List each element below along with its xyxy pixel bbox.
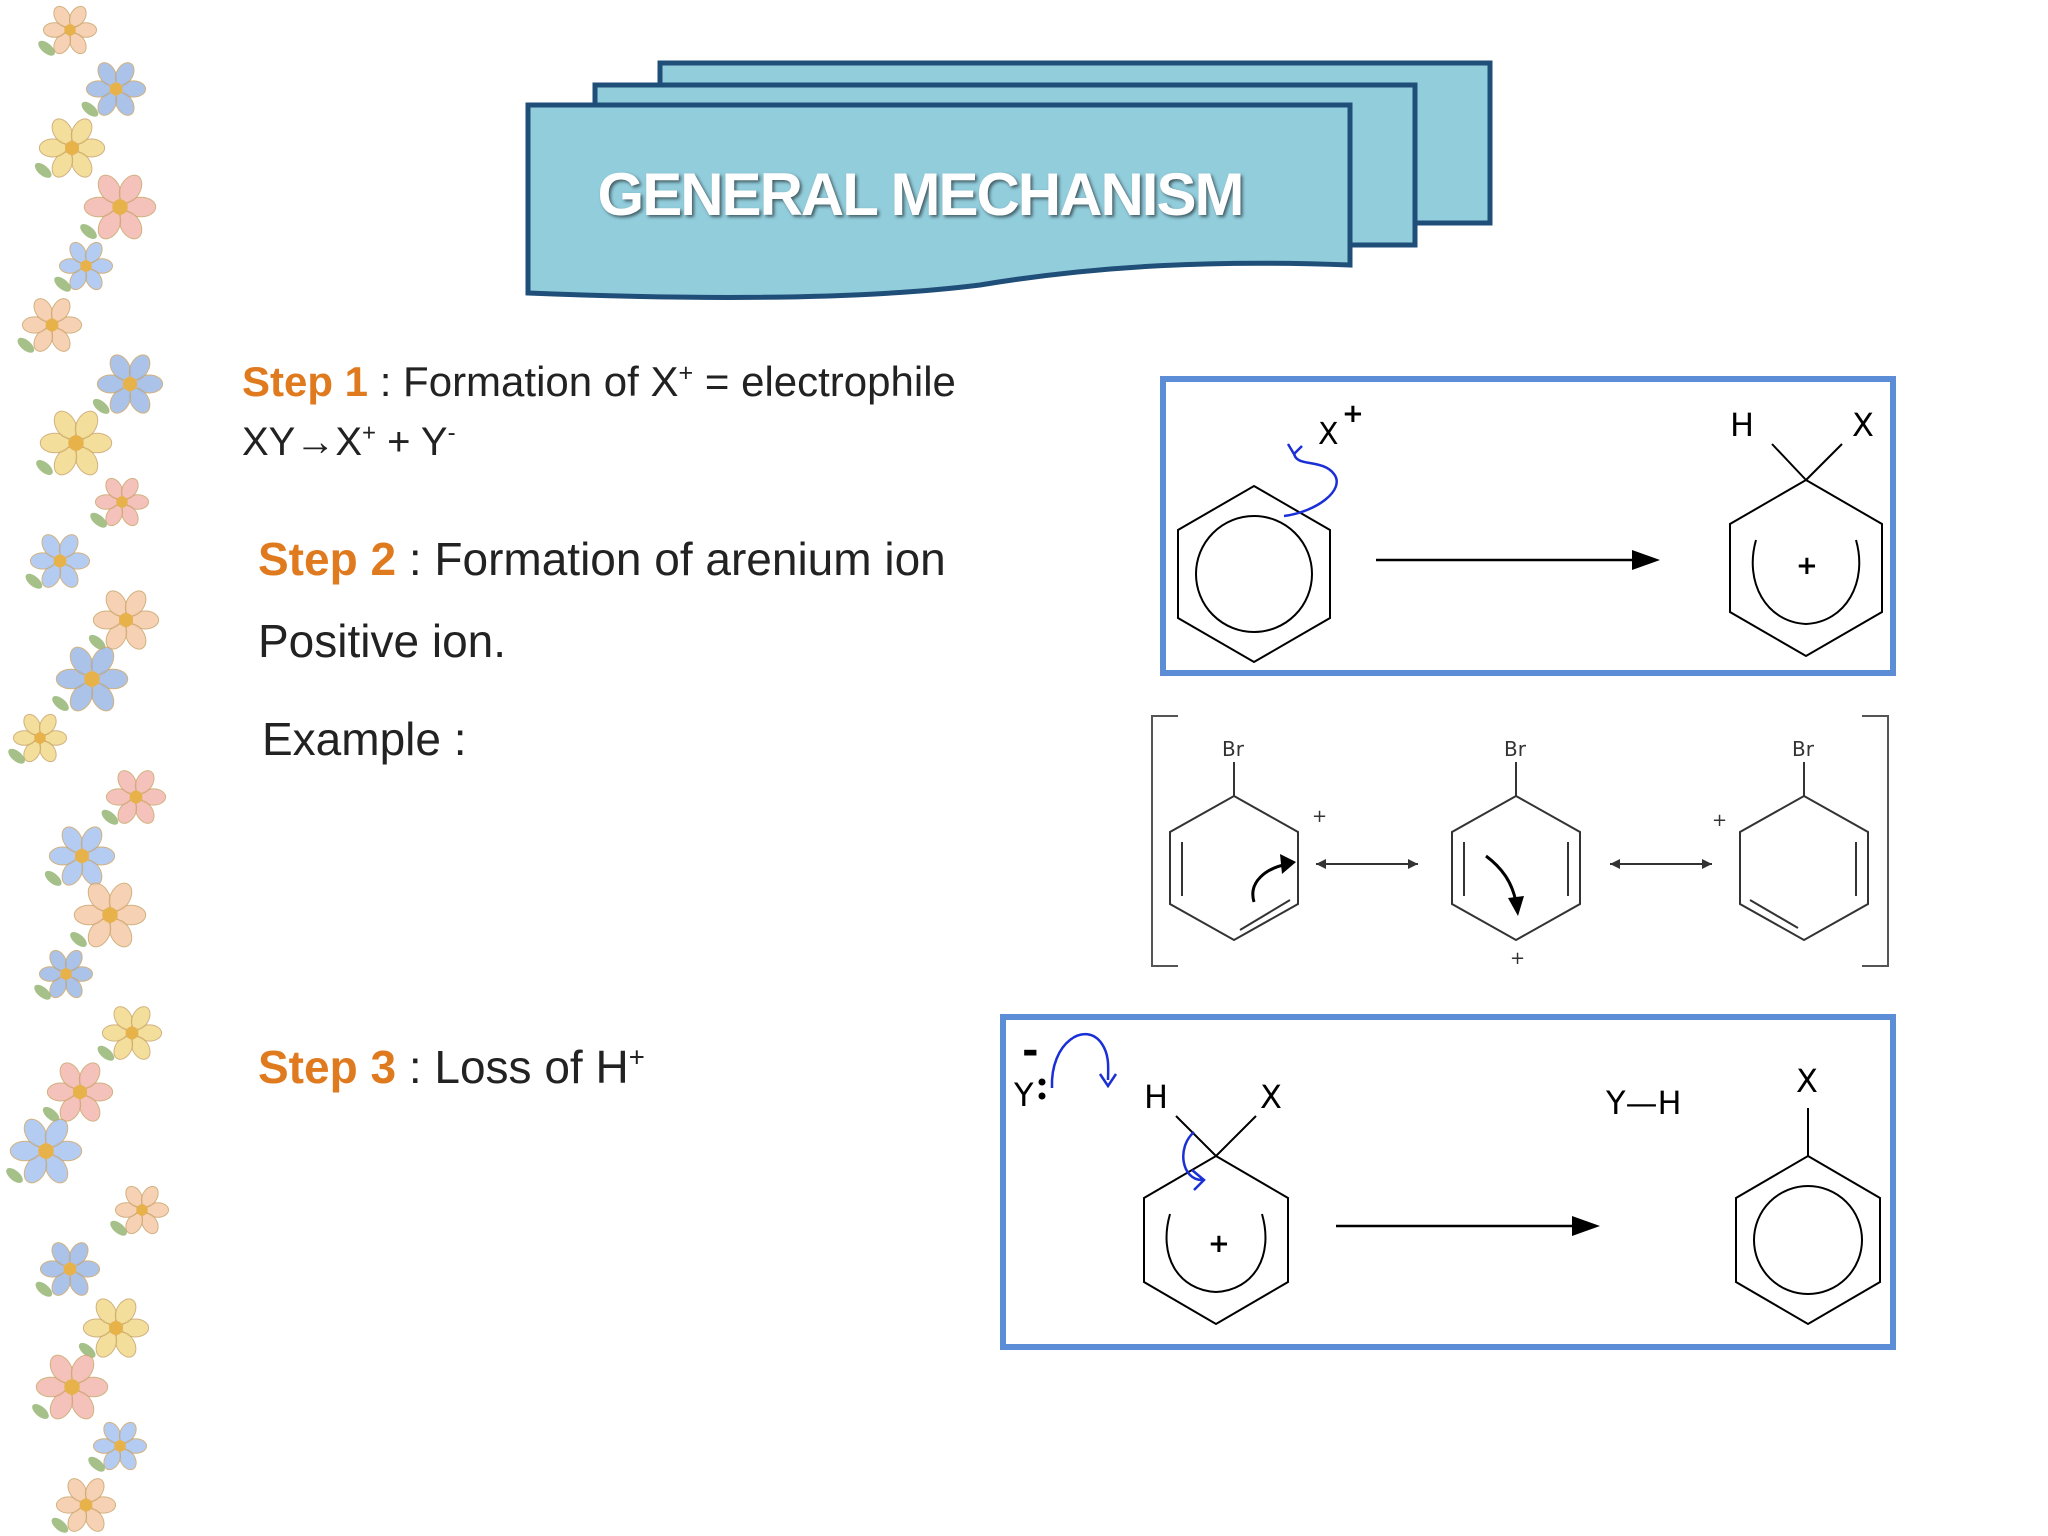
base-y: Y: [1013, 1076, 1034, 1114]
flower-icon: [34, 949, 94, 1000]
flower-icon: [34, 118, 106, 178]
step1-rest: = electrophile: [693, 358, 956, 405]
deprotonation-svg: - Y H X + Y—H X: [1013, 1028, 1881, 1326]
product-h: H: [1730, 406, 1754, 444]
flower-icon: [97, 1006, 163, 1061]
flower-icon: [36, 410, 113, 476]
arenium-charge: +: [1796, 551, 1818, 581]
arenium-charge-2: +: [1208, 1229, 1230, 1259]
charge-2: +: [1510, 948, 1525, 969]
arenium-formation-diagram: X + H X +: [1160, 376, 1896, 676]
flower-icon: [52, 646, 129, 712]
flower-icon: [6, 1118, 83, 1184]
flower-icon: [80, 174, 157, 240]
flower-icon: [90, 477, 150, 528]
flower-icon: [38, 5, 98, 56]
flower-icon: [17, 298, 83, 353]
resonance-structure-3: Br +: [1712, 737, 1869, 942]
flower-icon: [25, 534, 91, 589]
arenium-ring: [1729, 478, 1883, 658]
arenium-x: X: [1260, 1078, 1282, 1116]
br-label-1: Br: [1222, 737, 1245, 761]
arenium-arc: [1751, 539, 1861, 626]
arrow-head-icon: [1632, 550, 1660, 570]
reagent-x: X: [1318, 417, 1339, 452]
arenium-ring-2: [1143, 1154, 1289, 1326]
product-x-label: X: [1796, 1062, 1818, 1100]
resonance-example-diagram: Br + Br + Br +: [1151, 715, 1889, 969]
step2-label: Step 2: [258, 533, 397, 585]
step1-line: Step 1 : Formation of X+ = electrophile: [242, 358, 956, 406]
flower-icon: [92, 354, 164, 414]
byproduct-yh: Y—H: [1605, 1084, 1682, 1122]
flower-icon: [70, 882, 147, 948]
flower-icon: [44, 826, 116, 886]
arrow-head-icon-2: [1572, 1216, 1600, 1236]
equation-anion-charge: -: [447, 419, 456, 447]
br-label-2: Br: [1504, 737, 1527, 761]
benzene-ring: [1177, 484, 1331, 664]
curved-arrow-icon: [1283, 451, 1338, 518]
step1-sup: +: [678, 359, 694, 387]
br-label-3: Br: [1792, 737, 1815, 761]
flower-icon: [88, 1421, 148, 1472]
equation-cation-charge: +: [362, 419, 377, 447]
equation-arrow: →: [295, 420, 336, 464]
base-curved-arrow-icon: [1050, 1032, 1110, 1089]
floral-border: [6, 5, 170, 1533]
step1-label: Step 1: [242, 358, 369, 405]
flower-icon: [32, 1354, 109, 1420]
right-bracket: [1862, 715, 1889, 967]
page-title: GENERAL MECHANISM: [597, 161, 1245, 228]
flower-icon: [54, 241, 114, 292]
step2-subline: Positive ion.: [258, 615, 507, 667]
equation-reactant: XY: [242, 420, 296, 464]
flower-icon: [51, 1478, 117, 1533]
step2-line: Step 2 : Formation of arenium ion: [258, 532, 946, 586]
charge-1: +: [1312, 806, 1327, 827]
aromatic-circle: [1195, 515, 1313, 633]
arenium-arc-2: [1165, 1213, 1267, 1294]
product-aromatic-circle: [1753, 1185, 1863, 1295]
arenium-h: H: [1144, 1078, 1168, 1116]
resonance-structure-1: Br +: [1169, 737, 1327, 942]
step3-text: : Loss of H: [396, 1041, 629, 1093]
flower-icon: [78, 1298, 150, 1358]
example-label: Example :: [262, 713, 467, 765]
bond-curved-arrow-icon: [1182, 1131, 1203, 1182]
arenium-formation-svg: X + H X +: [1177, 399, 1883, 664]
base-charge: -: [1022, 1028, 1039, 1074]
charge-3: +: [1712, 810, 1727, 831]
title-banner: [525, 60, 1493, 301]
flower-icon: [42, 1062, 114, 1122]
product-x: X: [1852, 406, 1874, 444]
flower-icon: [81, 62, 147, 117]
left-bracket: [1151, 715, 1178, 967]
equation-cation: X: [335, 420, 363, 464]
flower-icon: [8, 713, 68, 764]
product-ring: [1735, 1154, 1881, 1326]
step3-line: Step 3 : Loss of H+: [258, 1040, 645, 1094]
flower-icon: [88, 590, 160, 650]
equation-anion: + Y: [376, 420, 448, 464]
resonance-structure-2: Br +: [1451, 737, 1581, 969]
step3-label: Step 3: [258, 1041, 397, 1093]
step3-sup: +: [628, 1041, 645, 1073]
step2-text: : Formation of arenium ion: [396, 533, 946, 585]
flower-icon: [110, 1185, 170, 1236]
reagent-charge: +: [1342, 399, 1364, 429]
flower-icon: [35, 1242, 101, 1297]
deprotonation-diagram: - Y H X + Y—H X: [1000, 1014, 1896, 1350]
flower-icon: [101, 770, 167, 825]
step1-equation: XY→X+ + Y-: [242, 420, 456, 465]
step1-text: : Formation of X: [368, 358, 679, 405]
